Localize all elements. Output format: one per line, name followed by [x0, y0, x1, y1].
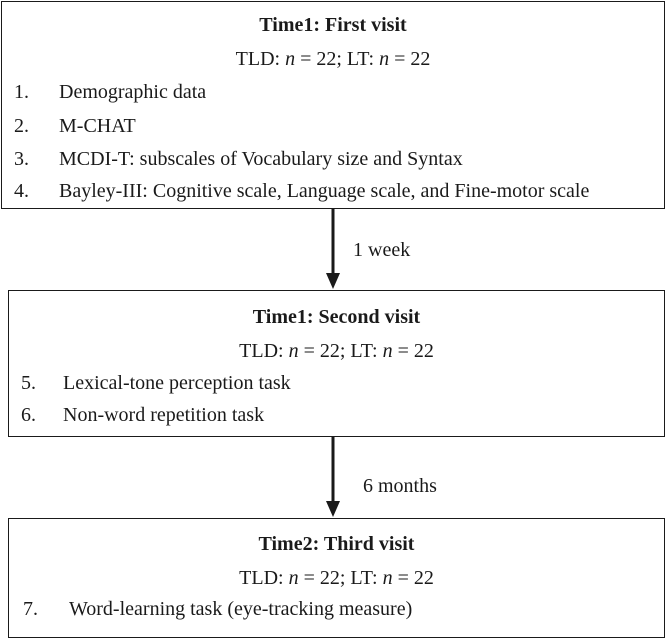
list-item-text: Lexical-tone perception task: [63, 372, 291, 394]
list-item-text: Non-word repetition task: [63, 404, 265, 426]
list-item-text: M-CHAT: [59, 115, 136, 137]
third-visit-box: Time2: Third visit TLD: n = 22; LT: n = …: [8, 518, 665, 638]
list-item-text: MCDI-T: subscales of Vocabulary size and…: [59, 148, 463, 170]
first-visit-box: Time1: First visit TLD: n = 22; LT: n = …: [1, 1, 665, 209]
list-item-number: 7.: [23, 598, 38, 620]
first-visit-title: Time1: First visit: [259, 14, 407, 36]
down-arrow: [326, 437, 340, 517]
arrow-label: 6 months: [363, 475, 437, 497]
third-visit-title: Time2: Third visit: [258, 533, 415, 555]
list-item-text: Word-learning task (eye-tracking measure…: [69, 598, 413, 620]
list-item-text: Demographic data: [59, 81, 207, 103]
list-item-number: 6.: [21, 404, 36, 426]
second-visit-sample-size: TLD: n = 22; LT: n = 22: [239, 340, 434, 362]
list-item-number: 3.: [14, 148, 29, 170]
list-item-number: 2.: [14, 115, 29, 137]
third-visit-sample-size: TLD: n = 22; LT: n = 22: [239, 567, 434, 589]
list-item-number: 4.: [14, 180, 29, 202]
second-visit-title: Time1: Second visit: [252, 306, 421, 328]
first-visit-sample-size: TLD: n = 22; LT: n = 22: [235, 48, 431, 70]
list-item-number: 1.: [14, 81, 29, 103]
arrow-label: 1 week: [353, 239, 411, 261]
list-item-text: Bayley-III: Cognitive scale, Language sc…: [59, 180, 590, 202]
list-item-number: 5.: [21, 372, 36, 394]
down-arrow: [326, 209, 340, 289]
second-visit-box: Time1: Second visit TLD: n = 22; LT: n =…: [8, 290, 665, 437]
